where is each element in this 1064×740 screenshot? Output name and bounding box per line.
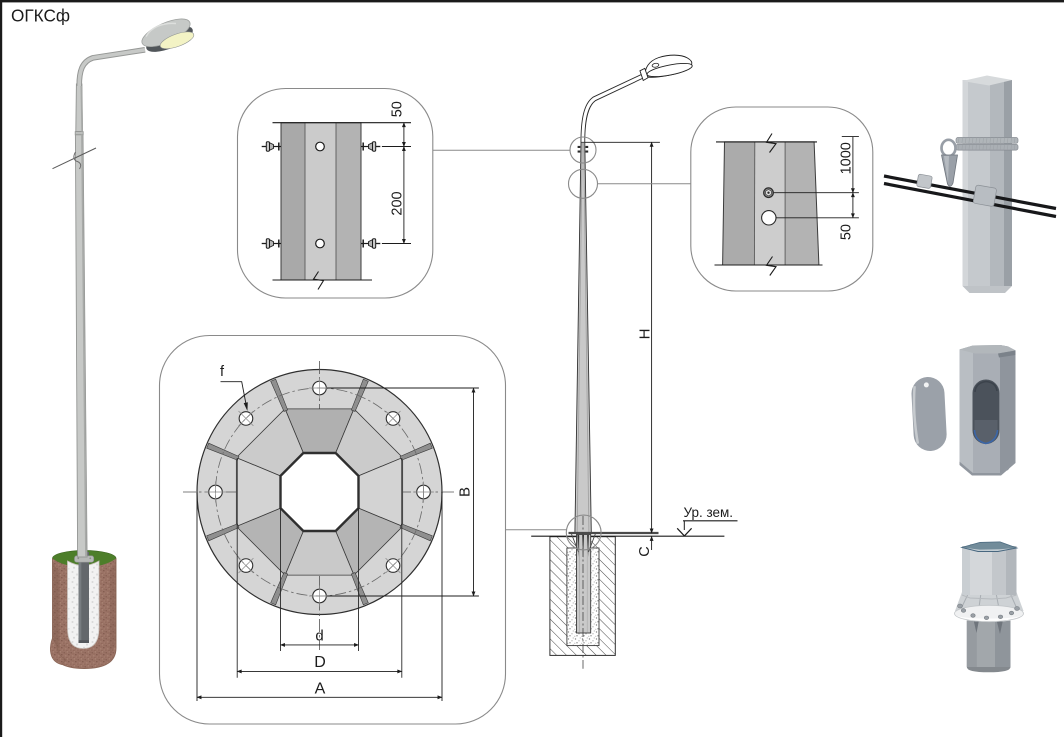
svg-text:D: D (314, 654, 326, 671)
svg-text:50: 50 (839, 224, 855, 240)
svg-text:A: A (315, 681, 326, 698)
svg-text:200: 200 (390, 191, 406, 215)
svg-text:C: C (637, 546, 653, 556)
svg-text:50: 50 (390, 101, 406, 117)
svg-text:ОГКСф: ОГКСф (11, 6, 70, 26)
svg-text:d: d (315, 628, 323, 645)
svg-text:f: f (220, 364, 225, 380)
svg-text:H: H (637, 329, 654, 340)
svg-text:B: B (457, 487, 474, 497)
svg-text:1000: 1000 (839, 142, 855, 174)
svg-text:Ур. зем.: Ур. зем. (684, 505, 734, 520)
